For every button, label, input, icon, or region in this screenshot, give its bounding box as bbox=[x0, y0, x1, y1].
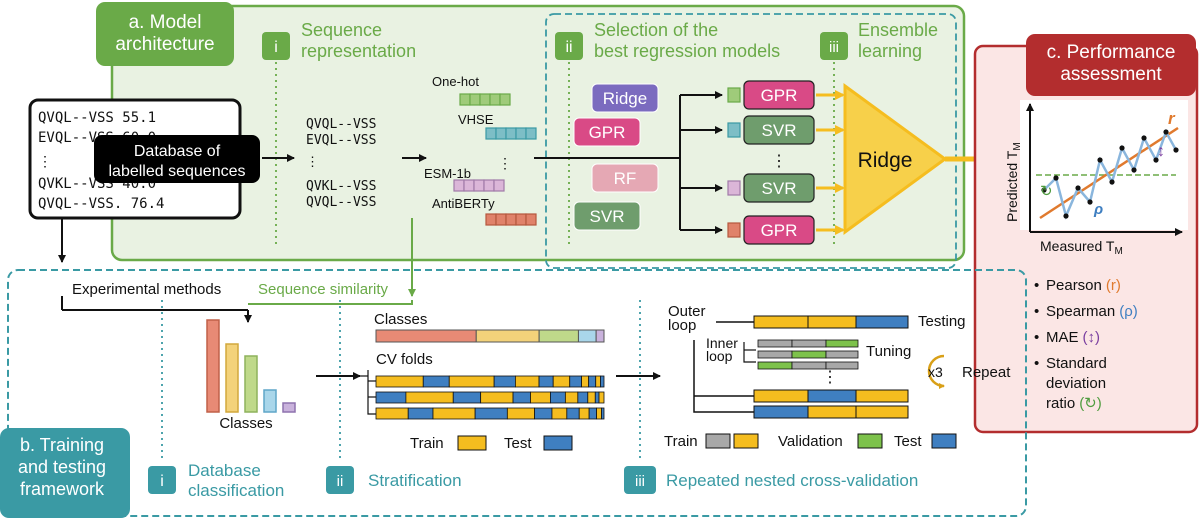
sub-a-i-badge bbox=[262, 32, 290, 60]
embedding-dots: ⋮ bbox=[498, 155, 512, 171]
sub-b-i-badge bbox=[148, 466, 176, 494]
embedding-label: ESM-1b bbox=[424, 166, 471, 181]
database-row: ⋮ bbox=[38, 154, 52, 170]
repeat-count: x3 bbox=[928, 364, 943, 380]
model-ridge: Ridge bbox=[603, 89, 647, 108]
selected-gpr: GPR bbox=[761, 86, 798, 105]
svg-text:•: • bbox=[1034, 303, 1039, 320]
sequence-similarity-label: Sequence similarity bbox=[258, 281, 389, 298]
plot-x-label: Measured TM bbox=[1040, 238, 1123, 257]
sd-ratio-icon: ↻ bbox=[1040, 183, 1053, 200]
testing-label: Testing bbox=[918, 313, 966, 330]
selected-dots: ⋮ bbox=[771, 153, 787, 170]
spearman-symbol: ρ bbox=[1093, 201, 1103, 218]
ensemble-ridge-label: Ridge bbox=[858, 149, 913, 172]
database-row: QVQL--VSS. 76.4 bbox=[38, 196, 164, 212]
metric-label: ratio(↻) bbox=[1046, 395, 1102, 412]
selected-gpr: GPR bbox=[761, 221, 798, 240]
model-gpr: GPR bbox=[589, 123, 626, 142]
cv-folds-label: CV folds bbox=[376, 351, 433, 368]
sub-a-iii-badge bbox=[820, 32, 848, 60]
sub-b-ii-num: ii bbox=[337, 473, 344, 490]
scatter-points bbox=[1041, 129, 1179, 219]
experimental-methods-label: Experimental methods bbox=[72, 281, 221, 298]
strat-test-label: Test bbox=[504, 435, 532, 452]
svg-text:•: • bbox=[1034, 355, 1039, 372]
sub-a-ii-badge bbox=[555, 32, 583, 60]
sequence-row: QVKL--VSS bbox=[306, 179, 376, 194]
sequence-row: EVQL--VSS bbox=[306, 133, 376, 148]
panel-a-badge bbox=[96, 2, 234, 66]
metric-label: Spearman(ρ) bbox=[1046, 303, 1138, 320]
legend-test-label: Test bbox=[894, 433, 922, 450]
repeat-icon bbox=[927, 354, 945, 389]
sub-b-iii-badge bbox=[624, 466, 656, 494]
sequence-row: QVQL--VSS bbox=[306, 117, 376, 132]
sub-b-ii-badge bbox=[326, 466, 354, 494]
metric-label: Standard bbox=[1046, 355, 1107, 372]
metric-label: Pearson(r) bbox=[1046, 277, 1121, 294]
classes-strip-label: Classes bbox=[374, 311, 427, 328]
selected-svr: SVR bbox=[762, 121, 797, 140]
repeat-label: Repeat bbox=[962, 364, 1011, 381]
sub-b-ii-title: Stratification bbox=[368, 471, 462, 490]
strat-train-label: Train bbox=[410, 435, 444, 452]
model-rf: RF bbox=[614, 169, 637, 188]
sequence-row: QVQL--VSS bbox=[306, 195, 376, 210]
database-row: QVQL--VSS 55.1 bbox=[38, 110, 156, 126]
model-svr: SVR bbox=[590, 207, 625, 226]
sub-a-ii-num: ii bbox=[565, 39, 572, 56]
sub-a-iii-num: iii bbox=[829, 39, 839, 56]
metric-label: deviation bbox=[1046, 375, 1106, 392]
cv-folds bbox=[360, 370, 605, 420]
class-bars bbox=[206, 319, 296, 413]
sequence-row: ⋮ bbox=[306, 155, 319, 170]
sub-b-iii-num: iii bbox=[635, 473, 645, 490]
sub-b-i-num: i bbox=[160, 473, 164, 490]
database-label-box bbox=[94, 135, 260, 183]
selection-dashed-box bbox=[545, 13, 957, 269]
mae-icon: ↕ bbox=[1157, 143, 1165, 160]
selected-svr: SVR bbox=[762, 179, 797, 198]
loop-dots: ⋮ bbox=[822, 369, 838, 386]
pearson-symbol: r bbox=[1168, 109, 1176, 128]
panel-c-badge bbox=[1026, 34, 1196, 96]
metric-label: MAE(↕) bbox=[1046, 329, 1100, 346]
plot-y-label: Predicted TM bbox=[1004, 142, 1023, 222]
tuning-label: Tuning bbox=[866, 343, 911, 360]
panel-b-badge bbox=[0, 428, 130, 518]
svg-text:•: • bbox=[1034, 329, 1039, 346]
svg-text:•: • bbox=[1034, 277, 1039, 294]
metrics-list: • Pearson(r) • Spearman(ρ) • MAE(↕) • Standard d… bbox=[1034, 277, 1138, 412]
selected-models: GPR SVR SVR GPR ⋮ bbox=[727, 80, 815, 245]
embedding-label: AntiBERTy bbox=[432, 196, 495, 211]
ensemble-ridge-triangle bbox=[843, 83, 948, 235]
sub-b-iii-title: Repeated nested cross-validation bbox=[666, 471, 918, 490]
panel-b-box bbox=[7, 269, 1027, 517]
sub-a-i-num: i bbox=[274, 39, 278, 56]
classes-bars-label: Classes bbox=[219, 415, 272, 432]
embedding-label: VHSE bbox=[458, 112, 494, 127]
legend-validation-label: Validation bbox=[778, 433, 843, 450]
classes-strip bbox=[375, 329, 605, 343]
legend-train-label: Train bbox=[664, 433, 698, 450]
embedding-label: One-hot bbox=[432, 74, 479, 89]
